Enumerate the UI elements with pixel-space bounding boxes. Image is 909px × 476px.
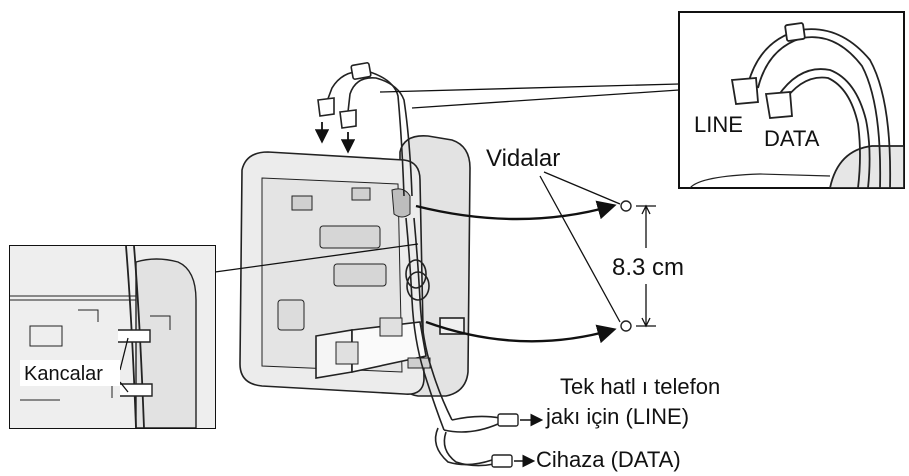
data-plug-label: DATA [764, 126, 820, 151]
cable-bundle [325, 70, 501, 467]
modular-plugs [491, 413, 519, 468]
dimension-line [636, 204, 656, 328]
label-arrows [514, 413, 544, 468]
keyhole-to-screw-arrows [415, 200, 617, 344]
line-plug-label: LINE [694, 112, 743, 137]
cable-clip-and-plugs [317, 62, 372, 129]
to-device-label: Cihaza (DATA) [536, 447, 681, 472]
callout-lines [214, 83, 680, 273]
single-line-jack-label-line2: jakı için (LINE) [545, 404, 689, 429]
phone-body [239, 135, 471, 397]
insert-arrows [314, 122, 356, 154]
inset-hooks: Kancalar [9, 245, 216, 429]
single-line-jack-label-line1: Tek hatl ı telefon [560, 374, 720, 399]
hooks-label: Kancalar [24, 363, 103, 385]
screws [620, 200, 632, 332]
screw-leader-lines [539, 171, 621, 323]
screws-label: Vidalar [486, 145, 560, 172]
distance-label: 8.3 cm [612, 254, 684, 281]
inset-plugs: LINE DATA [678, 11, 905, 189]
